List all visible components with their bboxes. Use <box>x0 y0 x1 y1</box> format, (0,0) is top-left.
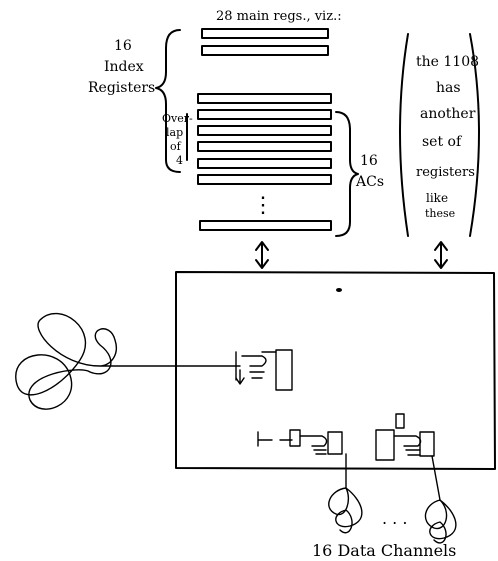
register-bar <box>198 94 331 103</box>
vertical-ellipsis: ⋮ <box>252 193 274 218</box>
left-double-arrow-icon <box>256 242 268 268</box>
data-channels-label: 16 Data Channels <box>312 541 456 560</box>
index-label: Index <box>104 59 144 75</box>
acs-count-label: 16 <box>360 153 378 169</box>
register-bar <box>198 175 331 184</box>
registers-label: Registers <box>88 80 155 96</box>
computer-box <box>176 272 495 469</box>
indicator-dot <box>336 288 342 292</box>
data-channel-right-icon <box>425 500 455 543</box>
acs-brace <box>336 112 358 236</box>
overlap-label-3: of <box>170 140 182 153</box>
acs-label: ACs <box>355 174 384 190</box>
channel-interface-right-icon <box>376 414 434 460</box>
channel-interface-left-icon <box>258 430 342 454</box>
index-count-label: 16 <box>114 38 132 54</box>
register-bar <box>198 142 331 151</box>
note-line-1: the 1108 <box>416 54 479 70</box>
peripheral-cable-icon <box>16 314 240 410</box>
register-bar <box>198 159 331 168</box>
main-regs-title: 28 main regs., viz.: <box>216 9 342 24</box>
register-bar <box>202 46 328 55</box>
note-line-2: has <box>436 80 461 96</box>
horizontal-ellipsis: . . . <box>382 509 407 528</box>
overlap-label-1: Over- <box>162 112 193 125</box>
note-left-paren <box>400 34 408 236</box>
interface-hand-icon <box>236 350 292 390</box>
register-bar <box>200 221 331 230</box>
note-line-6: like <box>426 191 448 205</box>
register-bar <box>198 126 331 135</box>
register-bar <box>198 110 331 119</box>
overlap-label-2: lap <box>166 126 183 139</box>
note-line-7: these <box>425 207 455 220</box>
right-double-arrow-icon <box>435 242 447 268</box>
channel-wire-right <box>432 456 440 500</box>
overlap-label-4: 4 <box>176 154 183 167</box>
note-line-3: another <box>420 106 476 122</box>
note-line-5: registers <box>416 165 475 180</box>
note-line-4: set of <box>422 134 463 150</box>
register-bar <box>202 29 328 38</box>
data-channel-left-icon <box>329 488 362 533</box>
